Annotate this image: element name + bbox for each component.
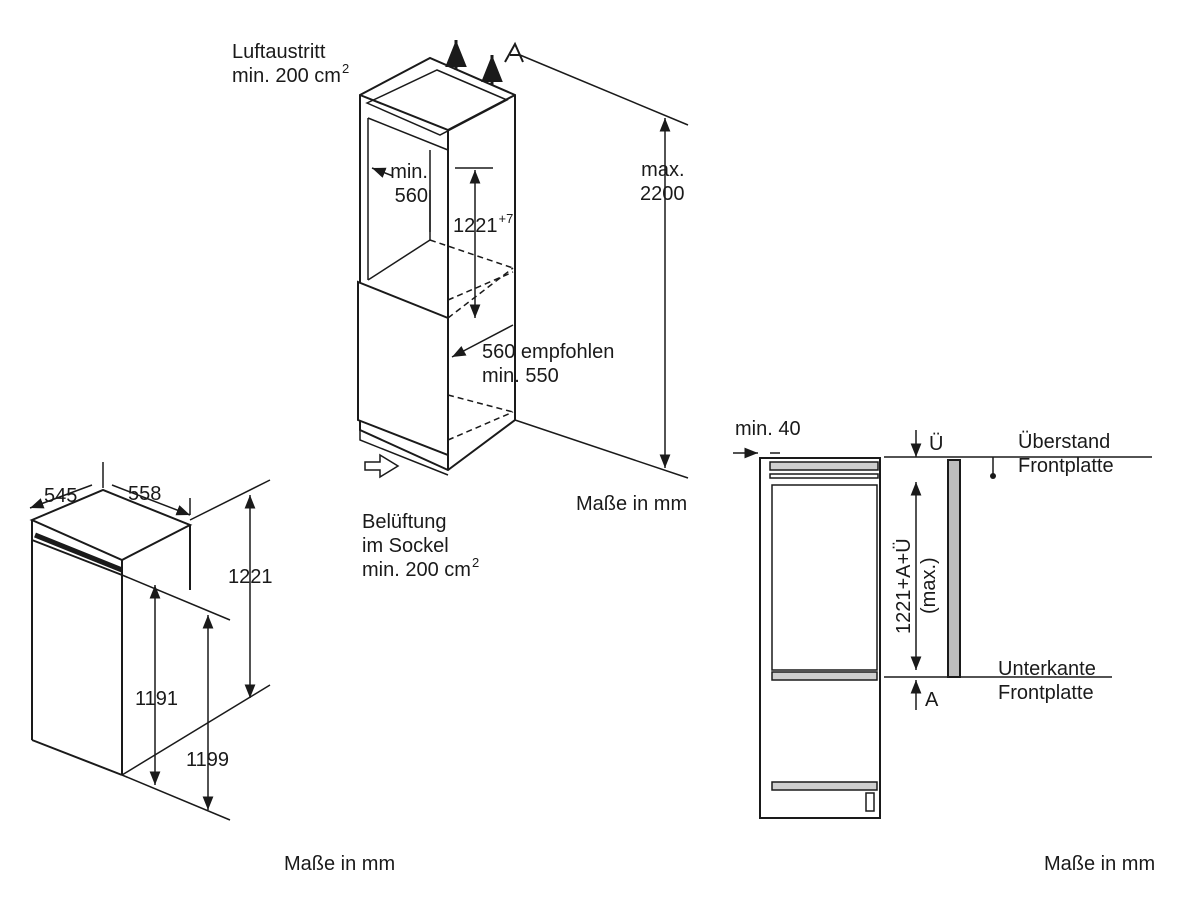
front-height-note: (max.) <box>918 557 940 614</box>
units-label-install: Maße in mm <box>576 493 688 515</box>
max-height-value: 2200 <box>640 183 685 205</box>
air-outlet-sup: 2 <box>341 61 350 76</box>
min-width-value: 560 <box>394 185 428 207</box>
min-width-title: min. <box>390 161 428 183</box>
overhang-label: Überstand Frontplatte <box>1018 430 1114 478</box>
appliance-height-inner-label: 1191 <box>135 688 179 710</box>
appliance-height-total-label: 1199 <box>186 749 230 771</box>
air-outlet-title: Luftaustritt <box>232 41 326 63</box>
appliance-dimensions <box>29 462 271 821</box>
break-symbol-icon <box>504 41 524 63</box>
overhang-title: Überstand <box>1018 431 1111 453</box>
max-height-label: max. 2200 <box>640 158 685 206</box>
min-width-dimension <box>371 167 493 232</box>
max-height-title: max. <box>641 159 685 181</box>
bottom-edge-label: Unterkante Frontplatte <box>998 657 1096 705</box>
appliance-depth-label: 545 <box>44 485 78 507</box>
front-height-formula: 1221+A+Ü <box>893 538 915 634</box>
air-outlet-label: Luftaustritt min. 200 cm2 <box>232 40 349 90</box>
depth-label: 560 empfohlen min. 550 <box>482 340 614 388</box>
overhang-subtitle: Frontplatte <box>1018 455 1114 477</box>
depth-minimum: min. 550 <box>482 365 559 387</box>
niche-height-label: 1221+7 <box>453 211 514 240</box>
units-label-side: Maße in mm <box>1044 853 1156 875</box>
depth-dimension <box>451 324 514 358</box>
appliance-width-label: 558 <box>128 483 162 505</box>
min-width-label: min. 560 <box>390 160 428 208</box>
cabinet-niche-drawing <box>357 56 516 476</box>
units-label-appliance: Maße in mm <box>284 853 396 875</box>
side-section-drawing <box>759 457 961 819</box>
a-symbol: A <box>925 689 939 711</box>
niche-height-value: 1221 <box>453 215 498 237</box>
air-outlet-value: min. 200 cm <box>232 65 341 87</box>
min-gap-label: min. 40 <box>735 418 801 440</box>
overhang-symbol: Ü <box>929 433 944 455</box>
appliance-height-label: 1221 <box>228 566 273 588</box>
ventilation-title: Belüftung <box>362 511 447 533</box>
air-outlet-arrows <box>445 40 503 85</box>
ventilation-location: im Sockel <box>362 535 449 557</box>
side-section-dimensions <box>733 430 1152 710</box>
max-height-dimension <box>514 54 689 479</box>
ventilation-sup: 2 <box>471 555 480 570</box>
ventilation-value: min. 200 cm <box>362 559 471 581</box>
depth-recommended: 560 empfohlen <box>482 341 615 363</box>
bottom-edge-subtitle: Frontplatte <box>998 682 1094 704</box>
overhang-dot-icon <box>990 473 996 479</box>
appliance-drawing <box>29 488 193 776</box>
niche-height-tolerance: +7 <box>498 211 514 226</box>
bottom-edge-title: Unterkante <box>998 658 1096 680</box>
ventilation-arrow-icon <box>364 453 400 479</box>
ventilation-label: Belüftung im Sockel min. 200 cm2 <box>362 510 479 584</box>
